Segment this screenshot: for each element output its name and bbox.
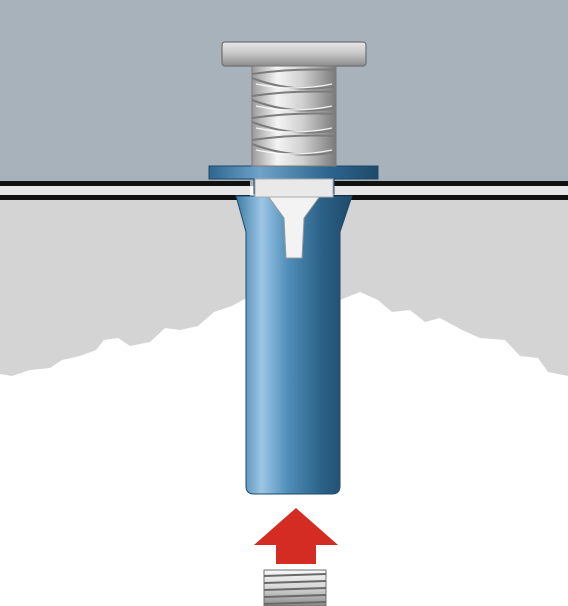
pan-head-screw-icon bbox=[221, 41, 367, 167]
anchor-collar bbox=[254, 178, 334, 198]
mounting-plate bbox=[0, 181, 568, 200]
screw-head bbox=[221, 41, 367, 67]
expansion-anchor-icon bbox=[208, 165, 379, 495]
screw-threads bbox=[251, 68, 337, 156]
threaded-stud-icon bbox=[263, 569, 327, 606]
insertion-arrow-up-icon bbox=[254, 508, 338, 564]
anchor-sleeve bbox=[235, 195, 353, 495]
